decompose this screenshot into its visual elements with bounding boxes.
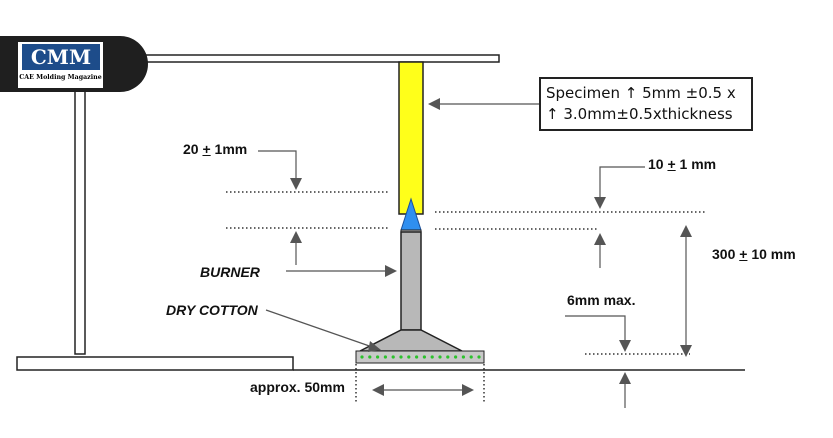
arrow-10mm-down [594, 197, 606, 209]
cotton-dot [454, 355, 458, 359]
stand-base [16, 356, 294, 371]
label-burner: BURNER [200, 264, 260, 280]
arrow-20mm-up [290, 231, 302, 243]
arrow-20mm-down [290, 178, 302, 190]
cotton-dot [446, 355, 450, 359]
leader-20mm [258, 150, 297, 186]
cotton-dot [368, 355, 372, 359]
arrow-10mm-up [594, 233, 606, 245]
cotton-dot [469, 355, 473, 359]
arrow-specimen [428, 98, 440, 110]
arrow-300mm-up [680, 225, 692, 237]
specimen-bar [398, 61, 424, 215]
label-300mm: 300 + 10 mm [712, 246, 796, 262]
arrow-dry-cotton [368, 341, 381, 352]
cotton-dot [376, 355, 380, 359]
cotton-dot [383, 355, 387, 359]
label-20mm: 20 + 1mm [183, 141, 248, 157]
cotton-dots [360, 355, 481, 359]
cotton-dot [360, 355, 364, 359]
cotton-dot [422, 355, 426, 359]
arrow-burner [385, 265, 397, 277]
logo-title: CMM [22, 44, 100, 70]
leader-10mm [599, 166, 645, 205]
cotton-dot [461, 355, 465, 359]
arrow-300mm-down [680, 345, 692, 357]
leader-dry-cotton [265, 309, 379, 350]
cotton-dot [477, 355, 481, 359]
label-6mm-max: 6mm max. [567, 292, 636, 308]
label-dry-cotton: DRY COTTON [166, 302, 258, 318]
leader-6mm [565, 315, 626, 348]
cotton-dot [438, 355, 442, 359]
stand-pole [74, 87, 86, 355]
cotton-dot [399, 355, 403, 359]
specimen-line-1: Specimen ↑ 5mm ±0.5 x [546, 84, 736, 102]
cotton-dot [391, 355, 395, 359]
specimen-line-2: ↑ 3.0mm±0.5xthickness [546, 105, 733, 123]
cotton-dot [430, 355, 434, 359]
label-10mm: 10 + 1 mm [648, 156, 717, 172]
cotton-dot [415, 355, 419, 359]
logo-subtitle: CAE Molding Magazine [19, 74, 102, 81]
arrow-6mm-down [619, 340, 631, 352]
cotton-dot [407, 355, 411, 359]
arrow-50mm-left [372, 384, 384, 396]
clamp-arm [117, 54, 500, 63]
label-approx-50mm: approx. 50mm [250, 379, 345, 395]
specimen-callout: Specimen ↑ 5mm ±0.5 x ↑ 3.0mm±0.5xthickn… [539, 77, 753, 131]
dry-cotton-pad [355, 350, 485, 364]
arrow-50mm-right [462, 384, 474, 396]
burner-tube [400, 231, 422, 331]
arrow-6mm-up [619, 372, 631, 384]
